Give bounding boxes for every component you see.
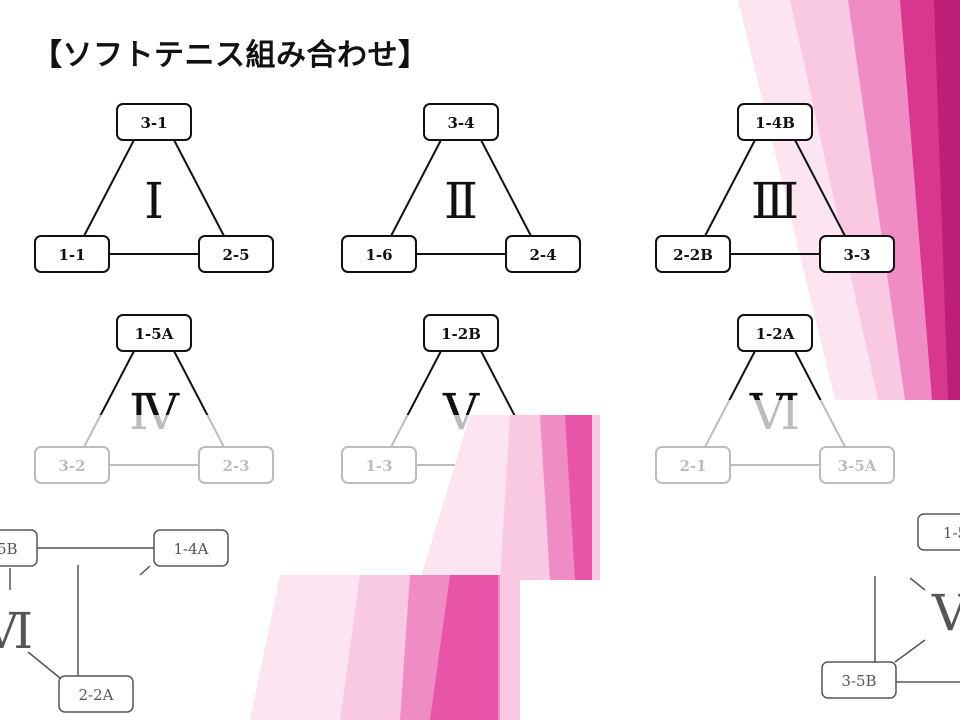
node-right-label: 2-4 bbox=[529, 246, 556, 264]
node-top-label: 3-1 bbox=[140, 114, 167, 132]
node-right-label: 2-5 bbox=[222, 246, 249, 264]
partial-node-top-left-label: 1-5B bbox=[0, 540, 18, 558]
node-top: 1-2B bbox=[423, 314, 499, 352]
group-3: Ⅲ 1-4B 2-2B 3-3 bbox=[655, 103, 895, 273]
partial-node-mid-label: 1-5 bbox=[943, 524, 960, 542]
edge-top-left bbox=[390, 139, 442, 237]
partial-node-bottom: 3-5B bbox=[821, 661, 897, 699]
node-left: 1-1 bbox=[34, 235, 110, 273]
node-top: 1-5A bbox=[116, 314, 192, 352]
node-left: 1-6 bbox=[341, 235, 417, 273]
node-top: 1-4B bbox=[737, 103, 813, 141]
partial-node-bottom-label: 2-2A bbox=[79, 686, 114, 704]
node-left: 2-2B bbox=[655, 235, 731, 273]
group-1: Ⅰ 3-1 1-1 2-5 bbox=[34, 103, 274, 273]
partial-node-top-left: 1-5B bbox=[0, 529, 38, 567]
wedge-dark bbox=[934, 0, 960, 400]
group-numeral: Ⅱ bbox=[444, 172, 478, 230]
edge-stub bbox=[909, 577, 926, 591]
node-top: 3-4 bbox=[423, 103, 499, 141]
partial-node-top-right: 1-4A bbox=[153, 529, 229, 567]
edge-top-left bbox=[83, 139, 135, 237]
partial-node-mid: 1-5 bbox=[917, 513, 960, 551]
group-numeral: Ⅰ bbox=[144, 172, 164, 230]
glitch-pink-fragment-mid bbox=[380, 415, 600, 580]
node-right: 3-3 bbox=[819, 235, 895, 273]
partial-numeral-left: Ⅵ bbox=[0, 602, 33, 660]
node-left-label: 2-2B bbox=[673, 246, 713, 264]
node-top-label: 3-4 bbox=[447, 114, 474, 132]
glitch-fade-right bbox=[620, 400, 960, 720]
edge-top-right bbox=[794, 139, 846, 237]
edge-top-left bbox=[704, 139, 756, 237]
node-top-label: 1-2B bbox=[441, 325, 481, 343]
group-numeral: Ⅲ bbox=[751, 172, 799, 230]
node-right: 2-5 bbox=[198, 235, 274, 273]
node-top: 1-2A bbox=[737, 314, 813, 352]
glitch-pink-fragment-bottom bbox=[250, 575, 550, 720]
node-top: 3-1 bbox=[116, 103, 192, 141]
partial-node-top-right-label: 1-4A bbox=[174, 540, 209, 558]
slide-title: 【ソフトテニス組み合わせ】 bbox=[32, 38, 429, 73]
partial-node-bottom: 2-2A bbox=[58, 675, 134, 713]
node-right-label: 3-3 bbox=[843, 246, 870, 264]
edge-top-right bbox=[173, 139, 225, 237]
edge-diag bbox=[894, 639, 926, 663]
edge-stub-2 bbox=[139, 565, 151, 576]
node-left-label: 1-1 bbox=[58, 246, 85, 264]
partial-diagram-left: 1-5B 1-4A 2-2A Ⅵ bbox=[0, 529, 229, 713]
edge-top-right bbox=[480, 139, 532, 237]
partial-diagram-right: 1-5 3-5B Ⅴ bbox=[821, 513, 960, 699]
partial-numeral-right: Ⅴ bbox=[931, 584, 960, 642]
node-top-label: 1-4B bbox=[755, 114, 795, 132]
partial-node-bottom-label: 3-5B bbox=[841, 672, 876, 690]
node-top-label: 1-5A bbox=[135, 325, 174, 343]
edge-diag bbox=[27, 651, 61, 679]
node-left-label: 1-6 bbox=[365, 246, 392, 264]
group-2: Ⅱ 3-4 1-6 2-4 bbox=[341, 103, 581, 273]
node-top-label: 1-2A bbox=[756, 325, 795, 343]
node-right: 2-4 bbox=[505, 235, 581, 273]
